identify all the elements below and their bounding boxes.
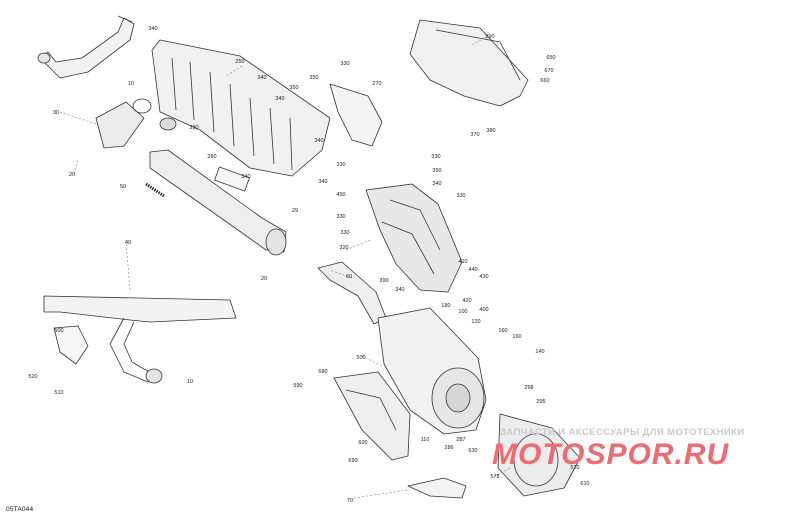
part-callout-630: 630 (468, 448, 478, 454)
part-callout-660: 660 (540, 78, 550, 84)
part-callout-380: 380 (486, 128, 496, 134)
manifold-coupler (95, 98, 177, 149)
part-callout-30: 30 (52, 110, 60, 116)
heat-shield-320 (365, 183, 463, 293)
bracket-70 (407, 477, 467, 499)
part-callout-40: 40 (124, 240, 132, 246)
part-callout-286: 286 (444, 445, 454, 451)
spring-50 (145, 182, 165, 198)
heat-shield-290 (409, 19, 529, 107)
part-callout-330: 330 (340, 61, 350, 67)
part-callout-650: 650 (546, 55, 556, 61)
part-callout-500: 500 (356, 355, 366, 361)
part-callout-510: 510 (54, 390, 64, 396)
part-callout-578: 578 (490, 474, 500, 480)
part-callout-420: 420 (462, 298, 472, 304)
part-callout-340: 340 (432, 181, 442, 187)
part-callout-520: 520 (28, 374, 38, 380)
part-callout-330: 330 (431, 154, 441, 160)
part-callout-260: 260 (207, 154, 217, 160)
part-callout-340: 340 (241, 174, 251, 180)
part-callout-50: 50 (119, 184, 127, 190)
side-shield-500 (333, 371, 411, 461)
part-callout-390: 390 (379, 278, 389, 284)
part-callout-287: 287 (456, 437, 466, 443)
part-callout-140: 140 (535, 349, 545, 355)
part-callout-350: 350 (309, 75, 319, 81)
part-callout-160: 160 (498, 328, 508, 334)
part-callout-330: 330 (336, 162, 346, 168)
part-callout-670: 670 (544, 68, 554, 74)
rear-pipe-60 (317, 261, 387, 325)
part-callout-340: 340 (275, 96, 285, 102)
heat-shield-250 (151, 39, 331, 177)
part-callout-340: 340 (314, 138, 324, 144)
part-callout-10: 10 (127, 81, 135, 87)
part-callout-330: 330 (456, 193, 466, 199)
part-callout-295: 295 (536, 399, 546, 405)
part-callout-340: 340 (148, 26, 158, 32)
part-callout-430: 430 (479, 274, 489, 280)
part-callout-690: 690 (348, 458, 358, 464)
part-callout-340: 340 (395, 287, 405, 293)
watermark-caption: ЗАПЧАСТИ И АКСЕССУАРЫ ДЛЯ МОТОТЕХНИКИ (500, 427, 745, 438)
muffler-body (377, 307, 487, 435)
part-callout-600: 600 (358, 440, 368, 446)
drawing-code: 05TA044 (6, 506, 34, 513)
part-callout-120: 120 (471, 319, 481, 325)
part-callout-60: 60 (345, 274, 353, 280)
part-callout-10: 10 (186, 379, 194, 385)
part-callout-160: 160 (512, 334, 522, 340)
part-callout-440: 440 (468, 267, 478, 273)
part-callout-330: 330 (336, 214, 346, 220)
part-callout-350: 350 (289, 85, 299, 91)
part-callout-340: 340 (257, 75, 267, 81)
part-callout-290: 290 (485, 34, 495, 40)
part-callout-350: 350 (432, 168, 442, 174)
part-callout-270: 270 (372, 81, 382, 87)
part-callout-320: 320 (339, 245, 349, 251)
part-callout-100: 100 (458, 309, 468, 315)
front-pipe-260 (149, 149, 287, 256)
watermark-logo: MOTOSPOR.RU (492, 438, 730, 471)
part-callout-250: 250 (235, 59, 245, 65)
bracket-270 (329, 83, 383, 147)
part-callout-330: 330 (340, 230, 350, 236)
part-callout-410: 410 (458, 259, 468, 265)
part-callout-340: 340 (318, 179, 328, 185)
part-callout-400: 400 (479, 307, 489, 313)
end-cap-578 (497, 413, 581, 497)
part-callout-180: 180 (441, 303, 451, 309)
part-callout-590: 590 (293, 383, 303, 389)
leader-lines (59, 35, 511, 499)
part-callout-450: 450 (336, 192, 346, 198)
upper-header-pipe (37, 15, 135, 79)
part-callout-110: 110 (420, 437, 430, 443)
tail-pipe-40 (43, 295, 237, 384)
part-callout-330: 330 (189, 125, 199, 131)
part-callout-520: 520 (570, 465, 580, 471)
part-callout-29: 29 (291, 208, 299, 214)
part-callout-680: 680 (318, 369, 328, 375)
part-callout-20: 20 (260, 276, 268, 282)
part-callout-70: 70 (346, 498, 354, 504)
part-callout-500: 500 (54, 328, 64, 334)
part-callout-298: 298 (524, 385, 534, 391)
part-callout-20: 20 (68, 172, 76, 178)
part-callout-610: 610 (580, 481, 590, 487)
part-callout-370: 370 (470, 132, 480, 138)
